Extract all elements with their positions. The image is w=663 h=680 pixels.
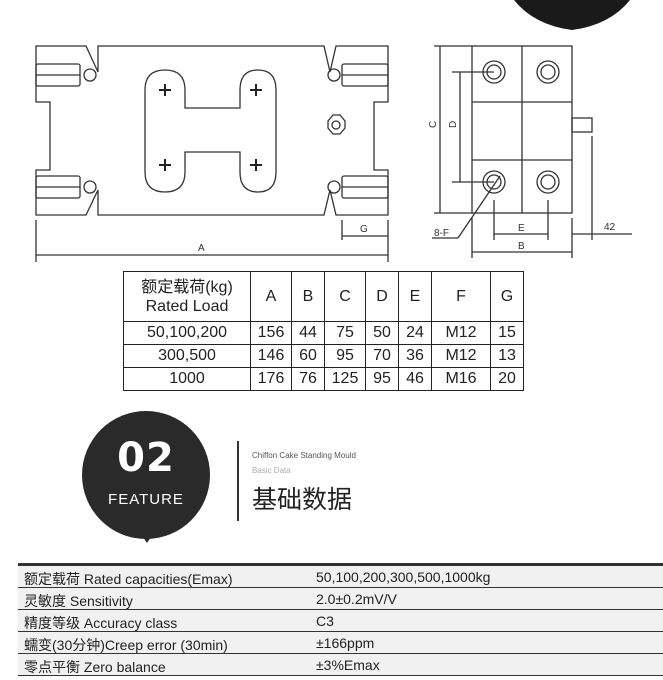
row-load: 50,100,200 — [123, 321, 251, 345]
col-header-b: B — [291, 271, 325, 322]
section-label: FEATURE — [108, 491, 184, 508]
section-divider — [237, 441, 239, 521]
spec-key: 蠕变(30分钟)Creep error (30min) — [24, 637, 228, 653]
front-view — [35, 45, 389, 262]
cell-a: 156 — [250, 321, 292, 345]
cell-f: M16 — [431, 367, 491, 391]
badge-pointer — [139, 531, 155, 543]
rated-load-header: 额定载荷(kg) Rated Load — [123, 271, 251, 322]
spec-row-sensitivity: 灵敏度 Sensitivity 2.0±0.2mV/V — [18, 587, 663, 609]
cell-e: 46 — [398, 367, 432, 391]
cell-c: 125 — [324, 367, 366, 391]
cell-f: M12 — [431, 344, 491, 368]
spec-value: C3 — [316, 613, 334, 629]
section-title-cn: 基础数据 — [252, 485, 353, 514]
dim-label-42: 42 — [604, 222, 616, 233]
dim-label-d: D — [448, 121, 459, 128]
col-header-g: G — [490, 271, 524, 322]
spec-value: 2.0±0.2mV/V — [316, 591, 397, 607]
spec-key: 精度等级 Accuracy class — [24, 615, 178, 631]
spec-value: ±166ppm — [316, 635, 375, 651]
col-header-d: D — [365, 271, 399, 322]
cell-g: 15 — [490, 321, 524, 345]
section-number: 02 — [117, 435, 175, 481]
cell-a: 146 — [250, 344, 292, 368]
table-row: 50,100,200 156 44 75 50 24 M12 15 — [123, 321, 524, 345]
cell-b: 76 — [291, 367, 325, 391]
col-header-e: E — [398, 271, 432, 322]
cell-d: 50 — [365, 321, 399, 345]
cell-c: 95 — [324, 344, 366, 368]
table-row: 1000 176 76 125 95 46 M16 20 — [123, 367, 524, 391]
dim-label-a: A — [198, 243, 205, 254]
front-view-crosses — [159, 84, 262, 171]
col-header-a: A — [250, 271, 292, 322]
dim-label-e: E — [518, 223, 525, 234]
dim-label-b: B — [518, 241, 525, 252]
spec-row-accuracy-class: 精度等级 Accuracy class C3 — [18, 609, 663, 631]
rated-load-header-en: Rated Load — [145, 297, 229, 315]
section-subtitle-small: Basic Data — [252, 466, 291, 475]
spec-key: 额定载荷 Rated capacities(Emax) — [24, 571, 233, 587]
spec-row-rated-capacities: 额定载荷 Rated capacities(Emax) 50,100,200,3… — [18, 563, 663, 587]
spec-key: 零点平衡 Zero balance — [24, 659, 166, 675]
table-header-row: 额定载荷(kg) Rated Load A B C D E F G — [123, 271, 524, 322]
spec-list: 额定载荷 Rated capacities(Emax) 50,100,200,3… — [18, 563, 663, 676]
row-load: 1000 — [123, 367, 251, 391]
feature-badge: 02 FEATURE — [82, 411, 210, 539]
col-header-c: C — [324, 271, 366, 322]
cell-e: 36 — [398, 344, 432, 368]
cell-e: 24 — [398, 321, 432, 345]
spec-value: 50,100,200,300,500,1000kg — [316, 569, 491, 585]
technical-drawing: A G C D E B 8-F 42 — [35, 0, 632, 262]
dim-label-g: G — [360, 224, 368, 235]
cell-f: M12 — [431, 321, 491, 345]
cell-g: 13 — [490, 344, 524, 368]
cell-a: 176 — [250, 367, 292, 391]
spec-row-zero-balance: 零点平衡 Zero balance ±3%Emax — [18, 653, 663, 676]
section-subtitle-en: Chiffon Cake Standing Mould — [252, 451, 356, 460]
cell-d: 95 — [365, 367, 399, 391]
cell-b: 60 — [291, 344, 325, 368]
cell-g: 20 — [490, 367, 524, 391]
rated-load-header-cn: 额定载荷(kg) — [141, 278, 233, 296]
row-load: 300,500 — [123, 344, 251, 368]
spec-value: ±3%Emax — [316, 657, 380, 673]
top-badge-shape — [514, 0, 630, 30]
cell-b: 44 — [291, 321, 325, 345]
dim-label-c: C — [428, 121, 439, 128]
table-row: 300,500 146 60 95 70 36 M12 13 — [123, 344, 524, 368]
spec-key: 灵敏度 Sensitivity — [24, 593, 133, 609]
col-header-f: F — [431, 271, 491, 322]
rated-load-table: 额定载荷(kg) Rated Load A B C D E F G 50,100… — [123, 271, 524, 391]
spec-row-creep-error: 蠕变(30分钟)Creep error (30min) ±166ppm — [18, 631, 663, 653]
side-view — [432, 45, 632, 258]
cell-c: 75 — [324, 321, 366, 345]
cell-d: 70 — [365, 344, 399, 368]
dim-label-f: 8-F — [434, 228, 449, 239]
